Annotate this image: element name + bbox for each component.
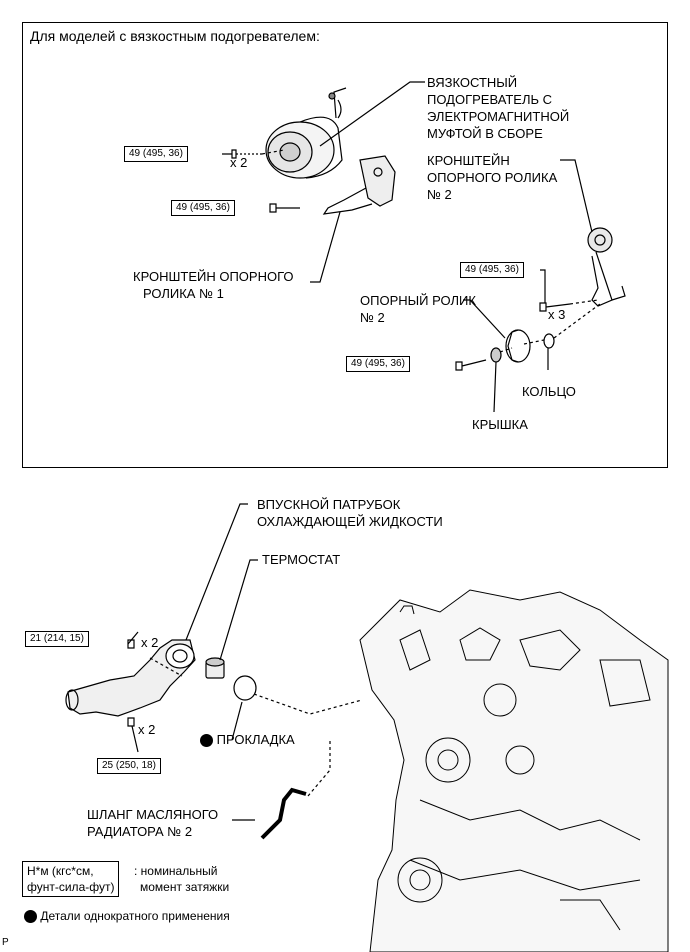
- viscous-heater-drawing: [265, 87, 347, 179]
- qty-heater-bolts: x 2: [230, 155, 248, 170]
- idler-bracket-1-label: КРОНШТЕЙН ОПОРНОГО РОЛИКА № 1: [133, 269, 294, 301]
- oil-cooler-hose-label: ШЛАНГ МАСЛЯНОГО РАДИАТОРА № 2: [87, 807, 219, 839]
- bolt-drawings: [222, 149, 571, 371]
- gasket-drawing: [233, 675, 257, 701]
- idler-bracket-2-label: КРОНШТЕЙН ОПОРНОГО РОЛИКА № 2: [427, 153, 558, 202]
- torque-pulley-bolt: 49 (495, 36): [346, 356, 410, 372]
- unit-legend-box: Н*м (кгс*см, фунт-сила-фут): [22, 861, 120, 897]
- water-inlet-label: ВПУСКНОЙ ПАТРУБОК ОХЛАЖДАЮЩЕЙ ЖИДКОСТИ: [257, 497, 443, 529]
- qty-inlet-lower: x 2: [138, 722, 156, 737]
- water-inlet-drawing: [65, 639, 196, 717]
- idler-pulley-2-label: ОПОРНЫЙ РОЛИК № 2: [360, 293, 476, 325]
- qty-bracket2-bolts: x 3: [548, 307, 566, 322]
- idler-pulley-2-drawing: [490, 329, 555, 363]
- viscous-heater-label: ВЯЗКОСТНЫЙ ПОДОГРЕВАТЕЛЬ С ЭЛЕКТРОМАГНИТ…: [427, 75, 570, 141]
- section-heading: Для моделей с вязкостным подогревателем:: [30, 28, 320, 44]
- thermostat-label: ТЕРМОСТАТ: [262, 552, 341, 567]
- torque-inlet-lower: 25 (250, 18): [97, 758, 161, 774]
- idler-bracket-1-drawing: [322, 155, 396, 215]
- non-reusable-legend: Детали однократного применения: [24, 908, 230, 925]
- torque-heater-bolts: 49 (495, 36): [124, 146, 188, 162]
- non-reusable-dot-icon: [200, 734, 213, 748]
- idler-bracket-2-drawing: [587, 227, 626, 307]
- oil-cooler-hose-drawing: [260, 787, 307, 840]
- footer-mark: P: [2, 937, 9, 948]
- cover-label: КРЫШКА: [472, 417, 528, 432]
- torque-bracket1-bolt: 49 (495, 36): [171, 200, 235, 216]
- qty-inlet-upper: x 2: [141, 635, 159, 650]
- ring-label: КОЛЬЦО: [522, 384, 576, 399]
- torque-bracket2-bolts: 49 (495, 36): [460, 262, 524, 278]
- torque-inlet-upper: 21 (214, 15): [25, 631, 89, 647]
- unit-legend-description: : номинальный момент затяжки: [134, 864, 230, 894]
- gasket-label: ПРОКЛАДКА: [200, 731, 295, 748]
- non-reusable-legend-dot-icon: [24, 910, 37, 924]
- top-section-frame: [22, 22, 668, 468]
- thermostat-drawing: [205, 657, 225, 679]
- engine-block-drawing: [359, 589, 669, 952]
